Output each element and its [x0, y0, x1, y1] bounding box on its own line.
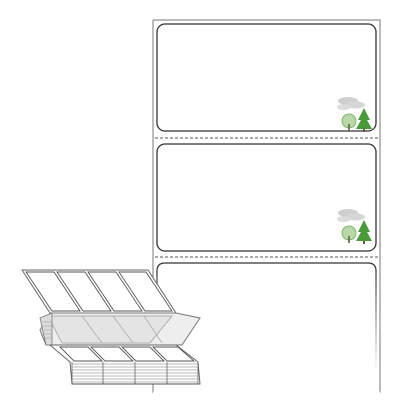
stack-middle-fold [39, 312, 201, 346]
label-3 [156, 262, 377, 372]
label-strip [152, 19, 381, 395]
stack-label-panel [58, 346, 104, 362]
stack-top-fold [21, 269, 177, 314]
fanfold-stack [21, 269, 201, 385]
stack-bottom-fold [48, 344, 201, 385]
eco-trees-icon [337, 209, 372, 244]
label-1 [156, 23, 377, 132]
stack-label-panel [56, 271, 112, 312]
eco-trees-icon [337, 97, 372, 132]
stack-label-panel [118, 271, 173, 312]
stack-label-panel [25, 271, 81, 312]
stack-label-panel [151, 346, 196, 362]
stack-label-panel [89, 346, 135, 362]
stack-label-panel [87, 271, 143, 312]
label-2 [156, 143, 377, 252]
stack-label-panel [120, 346, 166, 362]
